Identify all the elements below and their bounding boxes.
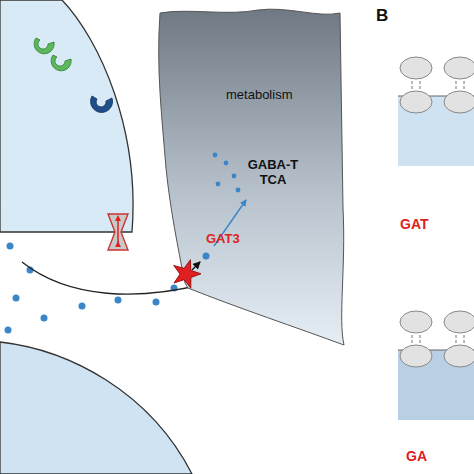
protein-domain	[444, 311, 474, 333]
enzyme-label: GABA-T TCA	[244, 158, 302, 188]
transport-arrow	[117, 218, 119, 244]
protein-domain	[444, 91, 474, 113]
process-label: metabolism	[226, 88, 316, 103]
blue-receptor	[91, 96, 113, 112]
protein-domain	[400, 57, 432, 79]
protein-domain	[444, 57, 474, 79]
protein-domain	[400, 345, 432, 367]
postsynaptic-element	[0, 342, 192, 474]
cell-outline	[148, 8, 348, 348]
gaba-dots	[5, 243, 178, 334]
green-receptor	[34, 38, 54, 54]
transporter-label: GA	[406, 448, 474, 464]
protein-domain	[444, 345, 474, 367]
transporter-label: GAT	[400, 216, 474, 232]
astrocyte-cell: metabolismGABA-T TCA	[148, 8, 348, 348]
protein-domain	[400, 91, 432, 113]
green-receptor	[51, 55, 71, 71]
protein-domain	[400, 311, 432, 333]
presynaptic-terminal	[0, 0, 133, 232]
transporter-label: GAT3	[206, 232, 266, 247]
transporter-symbol	[108, 214, 128, 250]
panel-letter: B	[376, 6, 406, 26]
